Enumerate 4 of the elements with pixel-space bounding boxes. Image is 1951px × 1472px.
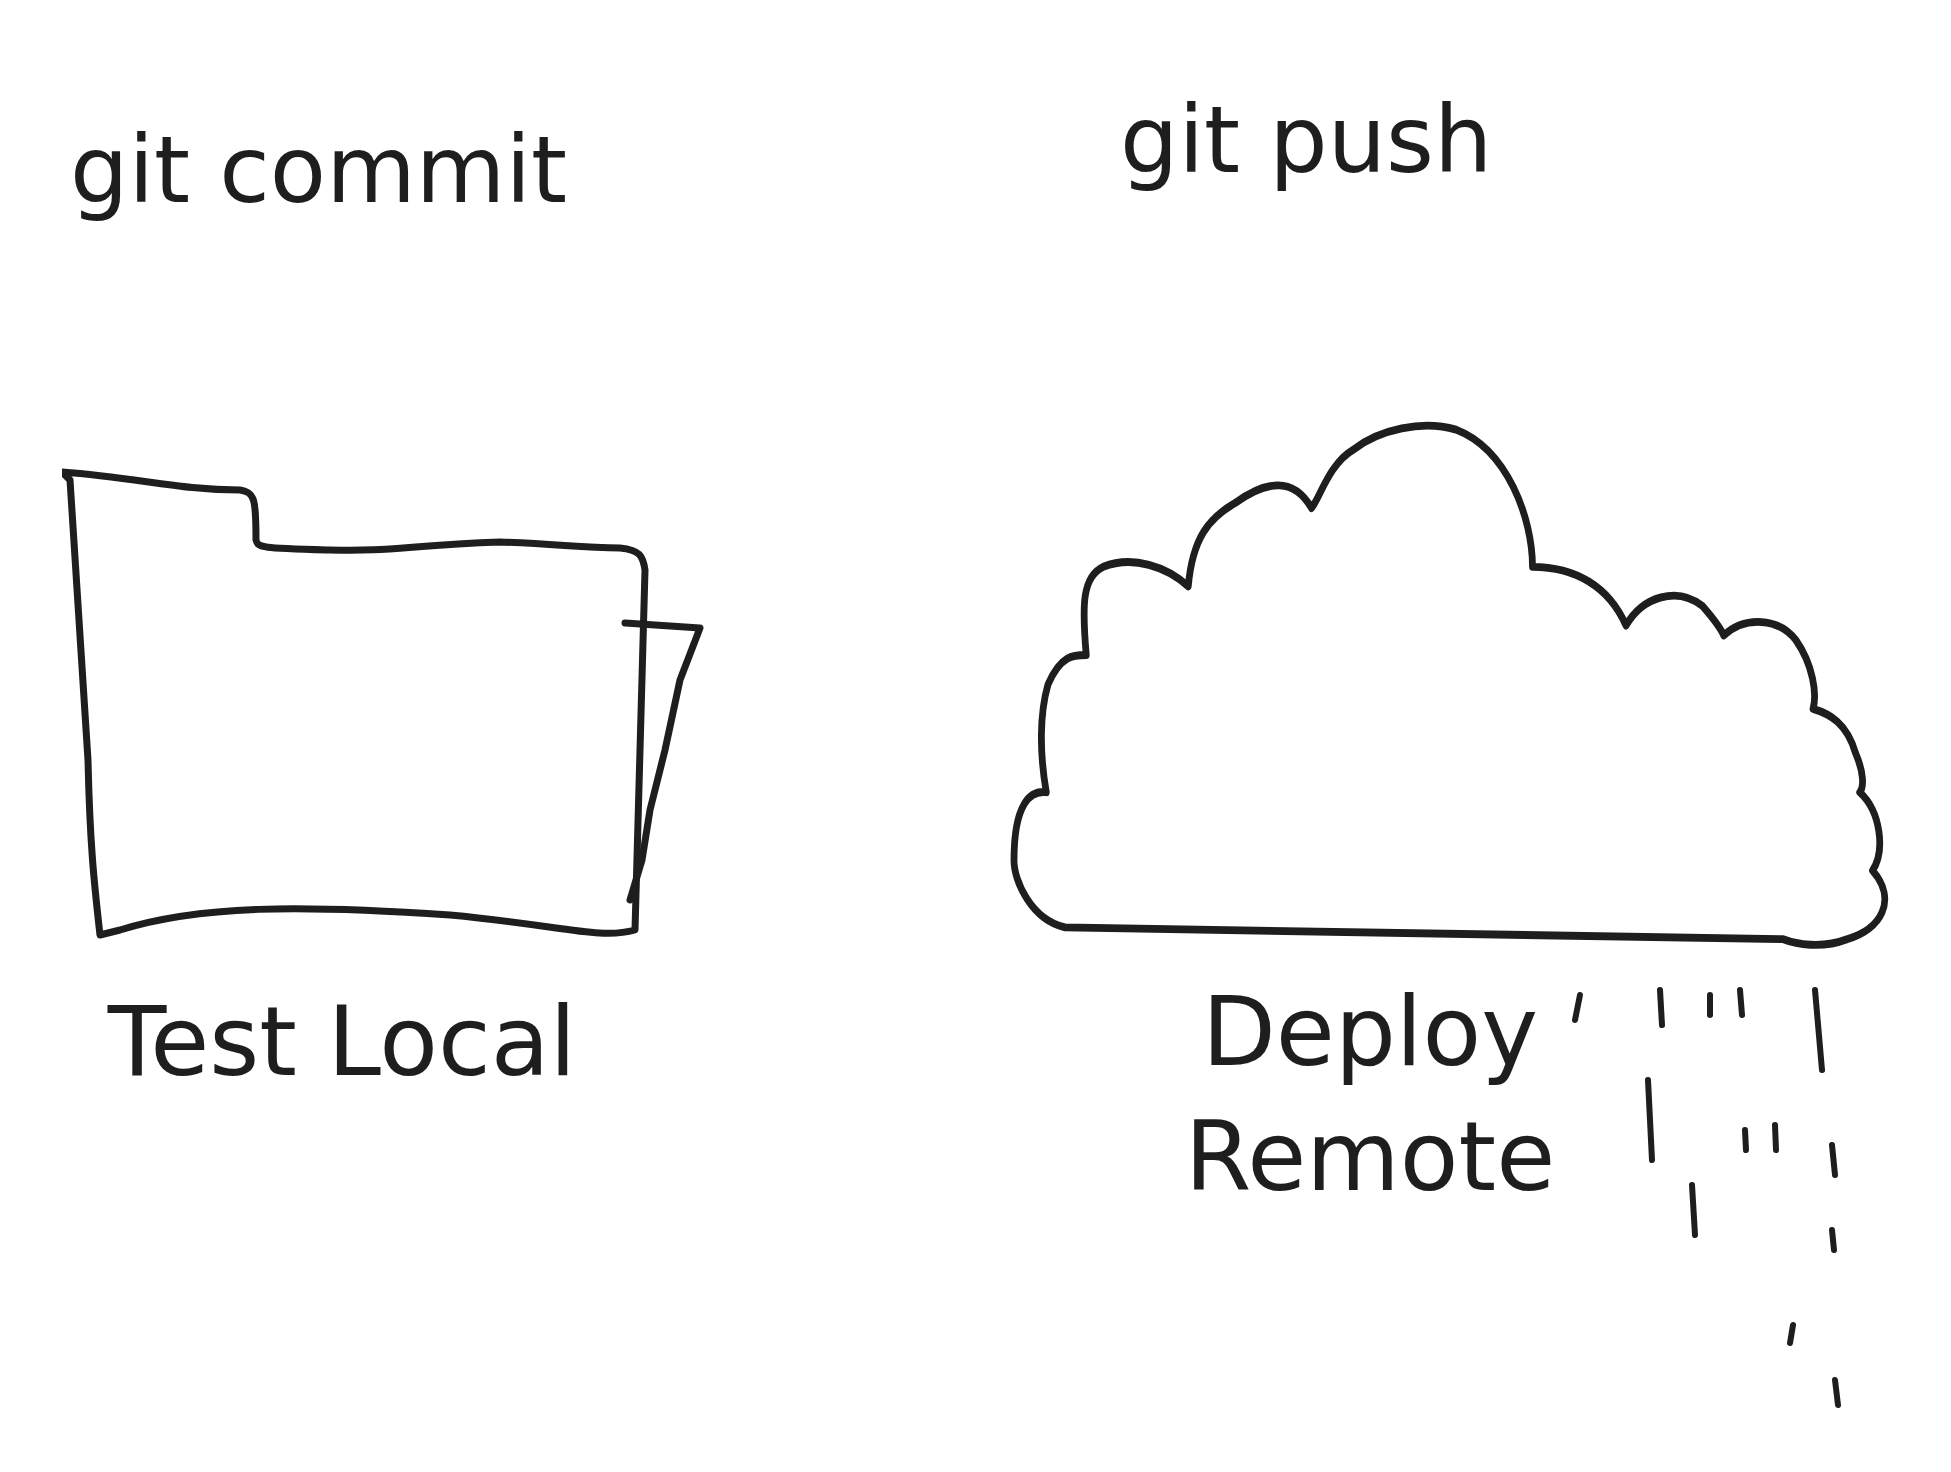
caption-text: Test Local xyxy=(106,985,578,1100)
command-label: git commit xyxy=(70,120,567,222)
command-label: git push xyxy=(1120,90,1493,192)
caption-text: Deploy Remote xyxy=(1183,975,1557,1215)
